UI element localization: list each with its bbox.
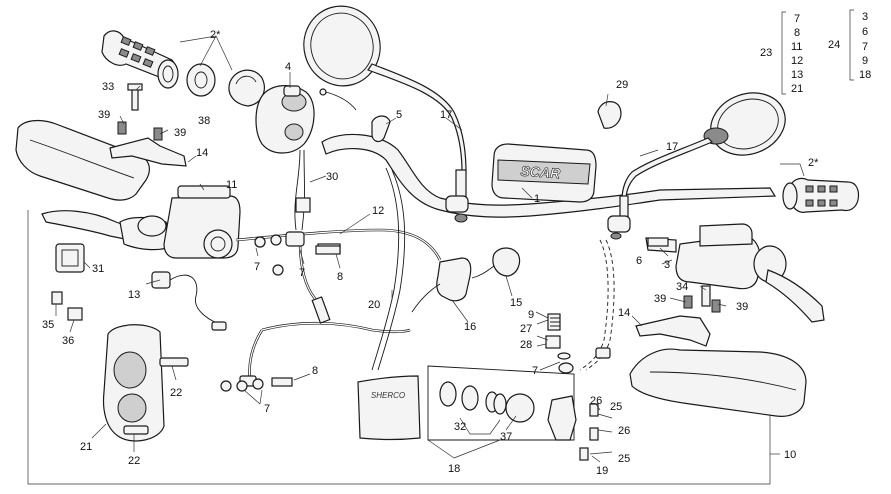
left-mirror (303, 5, 469, 223)
callout-39-b: 39 (174, 127, 186, 139)
callout-30: 30 (326, 171, 338, 183)
handlebar (321, 133, 777, 218)
callout-39-c: 39 (654, 293, 666, 305)
callout-11: 11 (226, 179, 237, 191)
callout-27: 27 (520, 323, 532, 335)
callout-25-b: 25 (618, 453, 630, 465)
right-mirror-bracket (635, 295, 721, 347)
callout-23: 23 (760, 47, 772, 59)
callout-5: 5 (396, 109, 402, 121)
group-24-item: 3 (862, 11, 868, 23)
kill-switch-assembly (151, 271, 227, 331)
callout-12: 12 (372, 205, 384, 217)
hose-fittings (220, 231, 611, 392)
small-parts (51, 83, 711, 392)
callout-9: 9 (528, 309, 534, 321)
group-23: 7 8 11 12 13 21 (781, 11, 803, 95)
callout-39-d: 39 (736, 301, 748, 313)
callout-33: 33 (102, 81, 114, 93)
callout-8-b: 8 (312, 365, 318, 377)
bag-brand-logo: SHERCO (371, 391, 405, 400)
callout-32: 32 (454, 421, 466, 433)
left-mirror-bracket (109, 121, 187, 167)
handlebar-pad: SCAR (491, 143, 597, 203)
group-24-item: 18 (859, 69, 871, 81)
callout-7-a: 7 (254, 261, 260, 273)
callout-37: 37 (500, 431, 512, 443)
callout-3: 3 (664, 259, 670, 271)
callout-34: 34 (676, 281, 688, 293)
callout-21: 21 (80, 441, 92, 453)
callout-2-left: 2* (210, 29, 221, 41)
callout-22-a: 22 (170, 387, 182, 399)
group-24: 3 6 7 9 18 (849, 9, 871, 81)
callout-26-a: 26 (590, 395, 602, 407)
callout-38: 38 (198, 115, 210, 127)
callout-7-b: 7 (299, 267, 305, 279)
callout-19: 19 (596, 465, 608, 477)
callout-29: 29 (616, 79, 628, 91)
callout-6: 6 (636, 255, 642, 267)
group-23-item: 11 (791, 41, 802, 53)
group-23-item: 8 (794, 27, 800, 39)
callout-25-a: 25 (610, 401, 622, 413)
grip-brand-logo: SCAR (520, 163, 562, 182)
group-24-item: 9 (862, 55, 868, 67)
callout-17-right: 17 (666, 141, 678, 153)
callout-35: 35 (42, 319, 54, 331)
callout-14-left: 14 (196, 147, 208, 159)
switch-assemblies (411, 247, 521, 313)
group-23-item: 12 (791, 55, 803, 67)
group-24-item: 6 (862, 26, 868, 38)
assembly-frame-line (27, 210, 771, 485)
callout-8-a: 8 (337, 271, 343, 283)
brake-master-cylinder (645, 223, 825, 323)
callout-17-left: 17 (440, 109, 452, 121)
left-hand-guard (15, 119, 150, 201)
callout-16: 16 (464, 321, 476, 333)
callout-31: 31 (92, 263, 104, 275)
right-hand-guard (629, 348, 807, 417)
left-grip (101, 30, 179, 89)
repair-kit-box (427, 365, 599, 461)
callout-24: 24 (828, 39, 840, 51)
callout-1: 1 (534, 193, 540, 205)
callout-18: 18 (448, 463, 460, 475)
throttle-assembly (186, 63, 315, 154)
callout-22-b: 22 (128, 455, 140, 467)
sherco-bag: SHERCO (357, 375, 421, 441)
callout-39-a: 39 (98, 109, 110, 121)
right-mirror (607, 92, 786, 240)
callout-36: 36 (62, 335, 74, 347)
callout-28: 28 (520, 339, 532, 351)
group-23-item: 13 (791, 69, 803, 81)
group-24-item: 7 (862, 41, 868, 53)
callout-labels: 1 2* 2* 3 4 5 6 7 7 7 7 8 8 9 10 11 12 1… (42, 29, 840, 477)
group-23-item: 21 (791, 83, 803, 95)
callout-4: 4 (285, 61, 291, 73)
leader-lines (55, 35, 805, 463)
callout-15: 15 (510, 297, 522, 309)
callout-10: 10 (784, 449, 796, 461)
callout-2-right: 2* (808, 157, 819, 169)
brake-caliper (102, 324, 189, 442)
callout-14-right: 14 (618, 307, 630, 319)
callout-7-c: 7 (264, 403, 270, 415)
right-grip (782, 177, 860, 213)
callout-13: 13 (128, 289, 140, 301)
callout-7-d: 7 (532, 365, 538, 377)
callout-20: 20 (368, 299, 380, 311)
callout-26-b: 26 (618, 425, 630, 437)
clutch-lever-assembly (41, 185, 241, 259)
throttle-cables (294, 88, 391, 231)
group-23-item: 7 (794, 13, 800, 25)
